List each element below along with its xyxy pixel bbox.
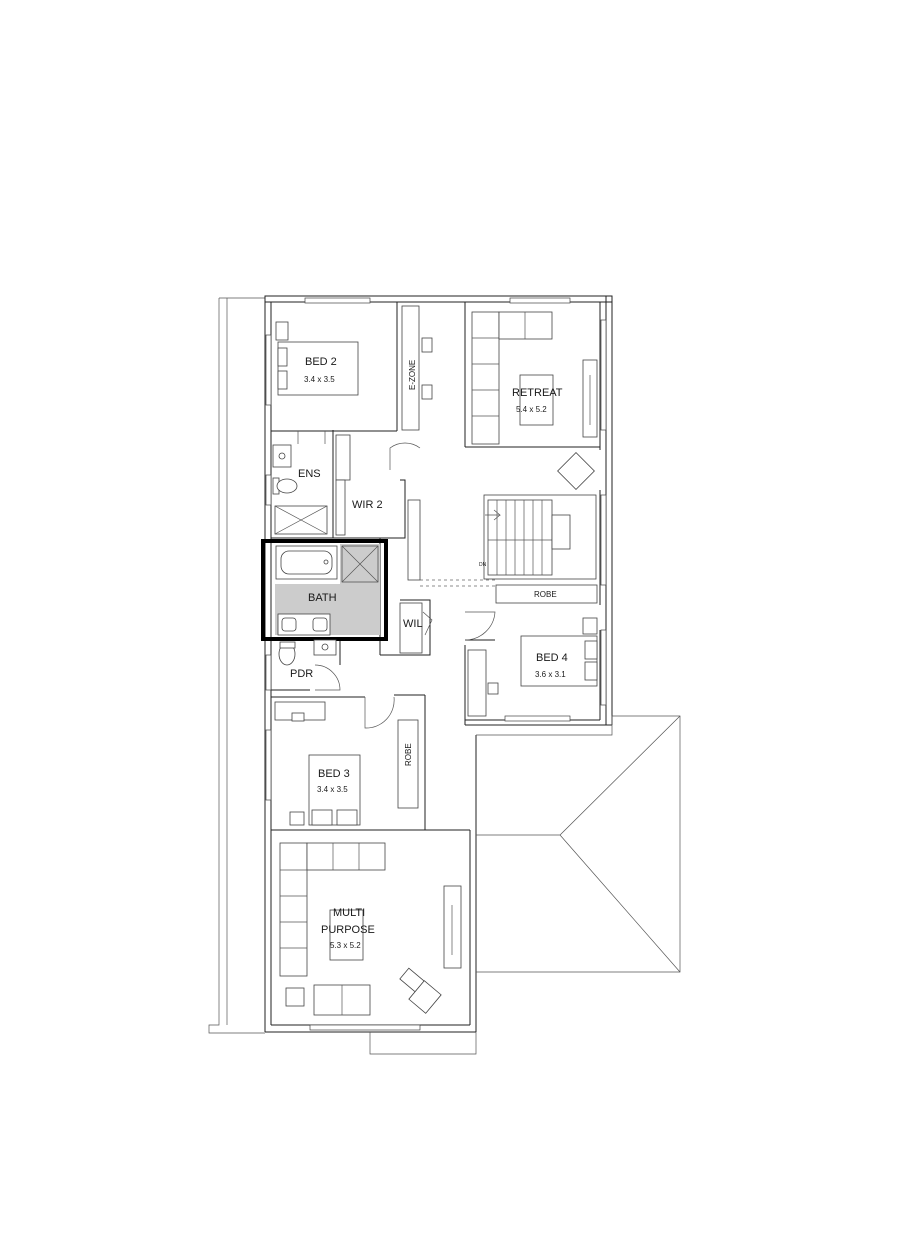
bed2-dimensions: 3.4 x 3.5 — [304, 375, 335, 384]
bed3-robe-label: ROBE — [404, 743, 413, 766]
wil-shelving — [399, 602, 423, 654]
stair-dn-label: DN — [479, 562, 487, 568]
roof-outline — [476, 715, 681, 973]
bed3-dimensions: 3.4 x 3.5 — [317, 785, 348, 794]
multipurpose-label-line2: PURPOSE — [321, 924, 375, 936]
multipurpose-dimensions: 5.3 x 5.2 — [330, 941, 361, 950]
wil-label: WIL — [403, 618, 423, 630]
stair-robe — [495, 584, 598, 604]
wir2-label: WIR 2 — [352, 499, 383, 511]
doors — [297, 431, 496, 729]
bed4-furniture — [467, 617, 598, 717]
room-labels: BED 2 3.4 x 3.5 E-ZONE RETREAT 5.4 x 5.2… — [290, 356, 568, 950]
ens-fixtures — [272, 444, 328, 535]
void-openings — [420, 579, 495, 587]
retreat-label: RETREAT — [512, 387, 563, 399]
wir2-shelving — [335, 434, 421, 581]
bed3-furniture — [274, 701, 419, 826]
bed4-label: BED 4 — [536, 652, 568, 664]
porch-outline — [369, 1032, 477, 1055]
pdr-label: PDR — [290, 668, 313, 680]
bath-label: BATH — [308, 592, 337, 604]
windows — [265, 297, 607, 1031]
bed2-label: BED 2 — [305, 356, 337, 368]
ezone-label: E-ZONE — [408, 360, 417, 390]
left-balcony-outline — [208, 297, 265, 1034]
pdr-fixtures — [278, 639, 337, 666]
ens-label: ENS — [298, 468, 321, 480]
bath-fixtures — [275, 545, 379, 636]
stair — [483, 494, 597, 580]
retreat-furniture — [471, 311, 598, 490]
bed3-label: BED 3 — [318, 768, 350, 780]
retreat-dimensions: 5.4 x 5.2 — [516, 405, 547, 414]
bed4-dimensions: 3.6 x 3.1 — [535, 670, 566, 679]
stair-robe-label: ROBE — [534, 590, 557, 599]
ezone-desk — [401, 305, 433, 431]
multipurpose-furniture — [279, 842, 462, 1016]
bed2-furniture — [275, 321, 359, 396]
multipurpose-label-line1: MULTI — [333, 907, 365, 919]
